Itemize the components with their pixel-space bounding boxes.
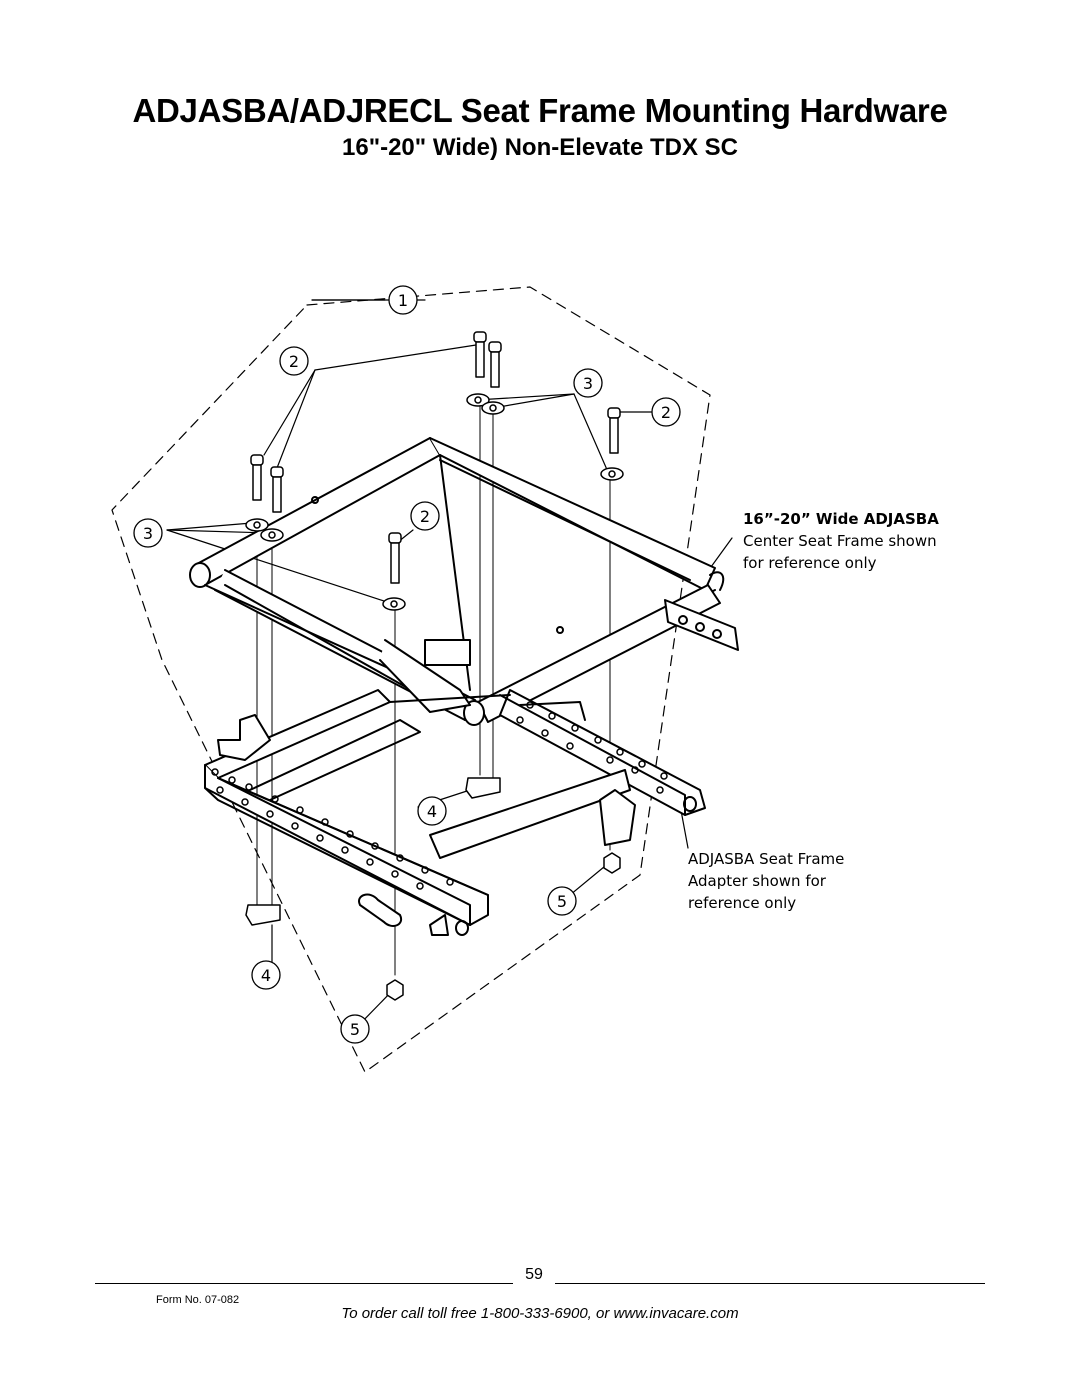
note-center-frame-line-1: 16”-20” Wide ADJASBA: [743, 510, 939, 528]
callout-5-right: 5: [557, 892, 567, 911]
bolt-part-2a: [250, 454, 264, 501]
note-center-frame-line-2: Center Seat Frame shown: [743, 532, 937, 550]
note-adapter: ADJASBA Seat Frame Adapter shown for ref…: [688, 850, 844, 912]
note-center-frame: 16”-20” Wide ADJASBA Center Seat Frame s…: [743, 510, 939, 572]
callout-3-top: 3: [583, 374, 593, 393]
bolt-part-2e: [388, 532, 402, 584]
callout-numbers: 1 2 3 2 2 3 4 5 4 5: [143, 291, 671, 1039]
page-number: 59: [525, 1266, 543, 1283]
callout-1: 1: [398, 291, 408, 310]
order-contact-line: To order call toll free 1-800-333-6900, …: [341, 1305, 739, 1322]
bolt-part-2f: [607, 407, 621, 454]
center-seat-frame: [189, 437, 739, 726]
page-subtitle: 16"-20" Wide) Non-Elevate TDX SC: [342, 134, 738, 161]
callout-3-left: 3: [143, 524, 153, 543]
spacers: [245, 393, 624, 926]
callout-4-left: 4: [261, 966, 271, 985]
footer-rule-left: [95, 1283, 513, 1284]
callout-2-top: 2: [289, 352, 299, 371]
note-adapter-line-1: ADJASBA Seat Frame: [688, 850, 844, 868]
dashed-boundary: [111, 286, 711, 1073]
callout-2-center: 2: [420, 507, 430, 526]
note-adapter-line-3: reference only: [688, 894, 796, 912]
note-adapter-line-2: Adapter shown for: [688, 872, 827, 890]
form-number: Form No. 07-082: [156, 1294, 240, 1306]
page-title: ADJASBA/ADJRECL Seat Frame Mounting Hard…: [132, 92, 948, 129]
callout-circles: [133, 285, 681, 1044]
bolt-part-2d: [488, 341, 502, 388]
callout-4-center: 4: [427, 802, 437, 821]
callout-2-right: 2: [661, 403, 671, 422]
footer-rule-right: [555, 1283, 985, 1284]
callout-5-bottom: 5: [350, 1020, 360, 1039]
bolt-part-2b: [270, 466, 284, 513]
adapter-seat-frame: [204, 639, 706, 936]
bolts: [250, 331, 621, 584]
bolt-part-2c: [473, 331, 487, 378]
nuts: [386, 852, 621, 1001]
note-center-frame-line-3: for reference only: [743, 554, 877, 572]
